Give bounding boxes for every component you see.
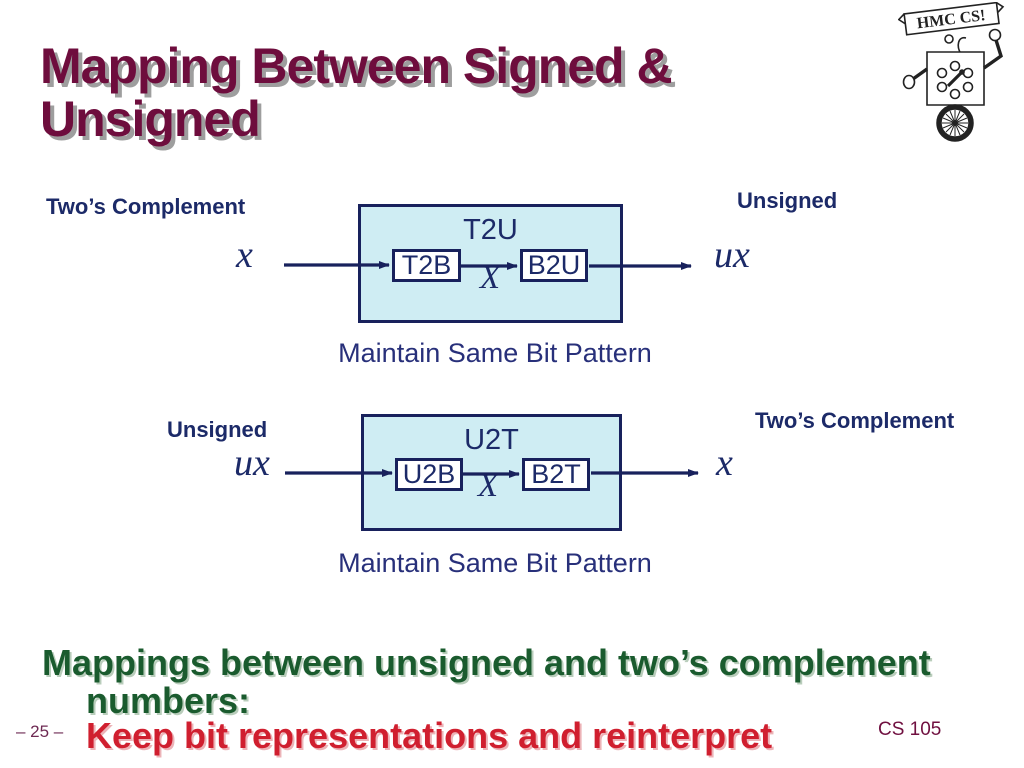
diagram1-stage1-box: T2B bbox=[392, 249, 461, 282]
page-number: – 25 – bbox=[16, 722, 64, 741]
diagram2-stage1-box: U2B bbox=[395, 458, 463, 491]
diagram2-stage2-box: B2T bbox=[522, 458, 590, 491]
diagram1-right-label: Unsigned bbox=[737, 188, 838, 213]
diagram1-caption: Maintain Same Bit Pattern bbox=[338, 338, 652, 368]
notes-heading-line2: numbers: bbox=[86, 680, 251, 721]
slide-title-line2: Unsigned bbox=[40, 91, 261, 147]
diagram1-box-title: T2U bbox=[463, 214, 518, 246]
diagram2-caption: Maintain Same Bit Pattern bbox=[338, 548, 652, 578]
diagram1-bits-var: X bbox=[479, 260, 501, 296]
diagram2-box-title: U2T bbox=[464, 424, 519, 456]
diagram1-outer-box: T2U bbox=[358, 204, 623, 323]
diagram1-input-var: x bbox=[236, 234, 253, 276]
slide-title-line1: Mapping Between Signed & bbox=[40, 38, 673, 94]
notes-emphasis: Keep bit representations and reinterpret bbox=[86, 715, 773, 756]
diagram1-stage2-box: B2U bbox=[520, 249, 588, 282]
notes-heading-line1: Mappings between unsigned and two’s comp… bbox=[42, 642, 931, 683]
diagram2-output-var: x bbox=[716, 442, 733, 484]
hmc-cs-logo-icon: HMC CS! bbox=[898, 2, 1016, 142]
diagram2-right-label: Two’s Complement bbox=[755, 408, 955, 433]
diagram2-left-label: Unsigned bbox=[167, 417, 268, 442]
course-label: CS 105 bbox=[878, 719, 942, 740]
diagram2-input-var: ux bbox=[234, 442, 270, 484]
diagram1-output-var: ux bbox=[714, 234, 750, 276]
diagram2-bits-var: X bbox=[477, 468, 499, 504]
diagram1-left-label: Two’s Complement bbox=[46, 194, 246, 219]
slide-title: Mapping Between Signed & Unsigned bbox=[40, 40, 920, 146]
